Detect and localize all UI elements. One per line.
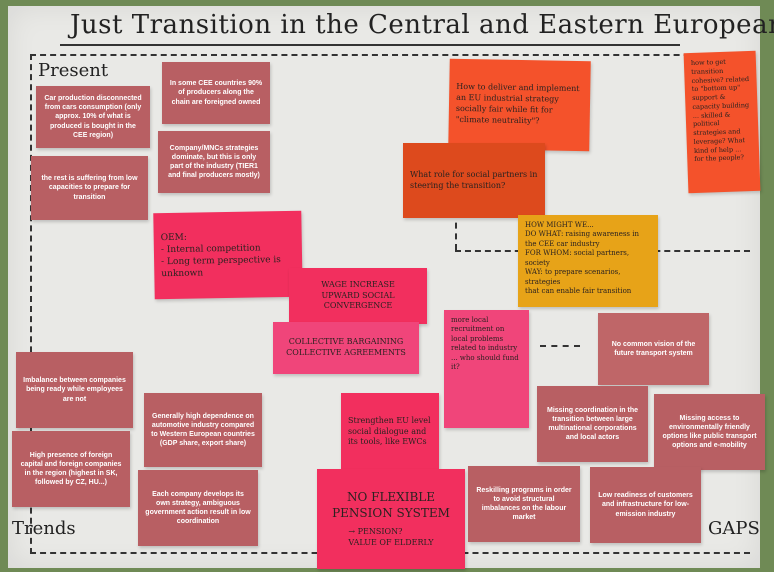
sticky-note-collective-bargaining: COLLECTIVE BARGAINING COLLECTIVE AGREEME… — [273, 322, 419, 374]
sticky-note-rest-suffering: the rest is suffering from low capacitie… — [31, 156, 148, 220]
sticky-note-car-production: Car production disconnected from cars co… — [36, 86, 150, 148]
sticky-note-no-common-vision: No common vision of the future transport… — [598, 313, 709, 385]
sticky-note-oem: OEM: - Internal competition - Long term … — [153, 210, 303, 300]
sticky-note-local-recruitment: more local recruitment on local problems… — [444, 310, 529, 428]
sticky-note-strengthen-social-dialogue: Strengthen EU level social dialogue and … — [341, 393, 439, 471]
present-section-border-top — [30, 54, 750, 56]
sticky-note-right-orange: how to get transition cohesive? related … — [683, 50, 761, 194]
sticky-note-social-partners-role: What role for social partners in steerin… — [403, 143, 545, 218]
title-underline — [60, 44, 680, 46]
sticky-note-low-readiness: Low readiness of customers and infrastru… — [590, 467, 701, 543]
present-section-border-left — [30, 54, 32, 554]
sticky-note-no-flexible-pension: NO FLEXIBLE PENSION SYSTEM → PENSION? VA… — [317, 469, 465, 569]
sticky-note-foreign-capital: High presence of foreign capital and for… — [12, 431, 130, 507]
trends-label: Trends — [12, 518, 76, 539]
board-title: Just Transition in the Central and Easte… — [70, 10, 774, 40]
present-label: Present — [38, 60, 109, 81]
gaps-label: GAPS — [708, 518, 760, 539]
sticky-note-high-dependence: Generally high dependence on automotive … — [144, 393, 262, 467]
trends-gaps-divider — [540, 345, 580, 347]
sticky-note-reskilling: Reskilling programs in order to avoid st… — [468, 466, 580, 542]
sticky-note-how-might-we: HOW MIGHT WE... DO WHAT: raising awarene… — [518, 215, 658, 307]
sticky-note-mnc-strategies: Company/MNCs strategies dominate, but th… — [158, 131, 270, 193]
sticky-note-imbalance: Imbalance between companies being ready … — [16, 352, 133, 428]
sticky-note-cee-foreign-owned: In some CEE countries 90% of producers a… — [162, 62, 270, 124]
sticky-note-missing-access: Missing access to environmentally friend… — [654, 394, 765, 470]
sticky-note-wage-increase: WAGE INCREASE UPWARD SOCIAL CONVERGENCE — [289, 268, 427, 324]
sticky-note-eu-strategy: How to deliver and implement an EU indus… — [448, 58, 591, 152]
sticky-note-missing-coordination: Missing coordination in the transition b… — [537, 386, 648, 462]
sticky-note-own-strategy: Each company develops its own strategy, … — [138, 470, 258, 546]
